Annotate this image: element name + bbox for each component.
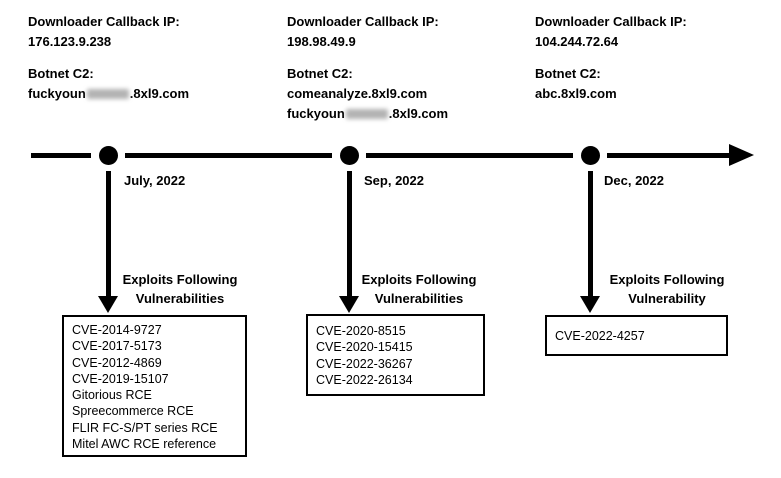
callback-ip-label: Downloader Callback IP: <box>287 14 439 29</box>
down-arrowhead-icon <box>580 296 600 313</box>
vulnerability-item: CVE-2019-15107 <box>72 371 169 386</box>
botnet-c2-domain: fuckyoun .8xl9.com <box>287 104 448 124</box>
vulnerability-item: Gitorious RCE <box>72 388 152 403</box>
callback-block-dec: Downloader Callback IP: 104.244.72.64 Bo… <box>535 12 687 104</box>
date-label: Sep, 2022 <box>364 173 424 188</box>
vulnerability-item: Spreecommerce RCE <box>72 404 194 419</box>
timeline-dot-dec <box>581 146 600 165</box>
vulnerability-item: CVE-2022-36267 <box>316 356 413 371</box>
date-label: July, 2022 <box>124 173 186 188</box>
timeline-segment <box>366 153 573 158</box>
vulnerability-item: CVE-2020-8515 <box>316 324 406 338</box>
exploits-label: Exploits Following Vulnerability <box>582 270 752 308</box>
callback-block-sep: Downloader Callback IP: 198.98.49.9 Botn… <box>287 12 448 124</box>
exploits-label-line2: Vulnerabilities <box>374 291 464 306</box>
exploits-label: Exploits Following Vulnerabilities <box>334 270 504 308</box>
exploits-label-line2: Vulnerabilities <box>135 291 225 306</box>
redacted-text-blur <box>345 109 388 119</box>
timeline-segment <box>31 153 91 158</box>
timeline-segment <box>607 153 731 158</box>
callback-ip-value: 176.123.9.238 <box>28 34 112 49</box>
domain-suffix: .8xl9.com <box>388 106 449 121</box>
down-arrowhead-icon <box>339 296 359 313</box>
vulnerability-item: CVE-2020-15415 <box>316 340 413 355</box>
vulnerability-item: CVE-2017-5173 <box>72 339 162 354</box>
down-arrowhead-icon <box>98 296 118 313</box>
vulnerability-item: CVE-2022-4257 <box>555 329 645 343</box>
down-arrow-stem <box>347 171 352 297</box>
vulnerability-item: CVE-2012-4869 <box>72 355 162 370</box>
vulnerability-item: CVE-2014-9727 <box>72 323 162 337</box>
vulnerability-item: CVE-2022-26134 <box>316 372 413 387</box>
exploits-label-line1: Exploits Following <box>609 272 725 287</box>
timeline-dot-july <box>99 146 118 165</box>
callback-ip-value: 104.244.72.64 <box>535 34 619 49</box>
botnet-c2-label: Botnet C2: <box>28 66 94 81</box>
botnet-c2-label: Botnet C2: <box>535 66 601 81</box>
timeline-segment <box>125 153 332 158</box>
callback-ip-value: 198.98.49.9 <box>287 34 356 49</box>
botnet-c2-label: Botnet C2: <box>287 66 353 81</box>
exploits-label-line1: Exploits Following <box>122 272 238 287</box>
redacted-text-blur <box>86 89 129 99</box>
vulnerability-item: Mitel AWC RCE reference <box>72 437 217 452</box>
botnet-c2-domain: comeanalyze.8xl9.com <box>287 86 428 101</box>
exploits-label: Exploits Following Vulnerabilities <box>95 270 265 308</box>
callback-ip-label: Downloader Callback IP: <box>535 14 687 29</box>
vulnerability-item: FLIR FC-S/PT series RCE <box>72 420 218 435</box>
botnet-c2-domain: abc.8xl9.com <box>535 86 617 101</box>
botnet-c2-domain: fuckyoun .8xl9.com <box>28 84 189 104</box>
exploits-label-line2: Vulnerability <box>628 291 706 306</box>
timeline-arrowhead-icon <box>729 144 754 166</box>
down-arrow-stem <box>588 171 593 297</box>
date-label: Dec, 2022 <box>604 173 664 188</box>
timeline-dot-sep <box>340 146 359 165</box>
callback-block-july: Downloader Callback IP: 176.123.9.238 Bo… <box>28 12 189 104</box>
callback-ip-label: Downloader Callback IP: <box>28 14 180 29</box>
vulnerability-list-box-dec: CVE-2022-4257 <box>545 315 728 356</box>
down-arrow-stem <box>106 171 111 297</box>
exploits-label-line1: Exploits Following <box>361 272 477 287</box>
domain-prefix: fuckyoun <box>287 106 345 121</box>
domain-prefix: fuckyoun <box>28 86 86 101</box>
domain-suffix: .8xl9.com <box>129 86 190 101</box>
